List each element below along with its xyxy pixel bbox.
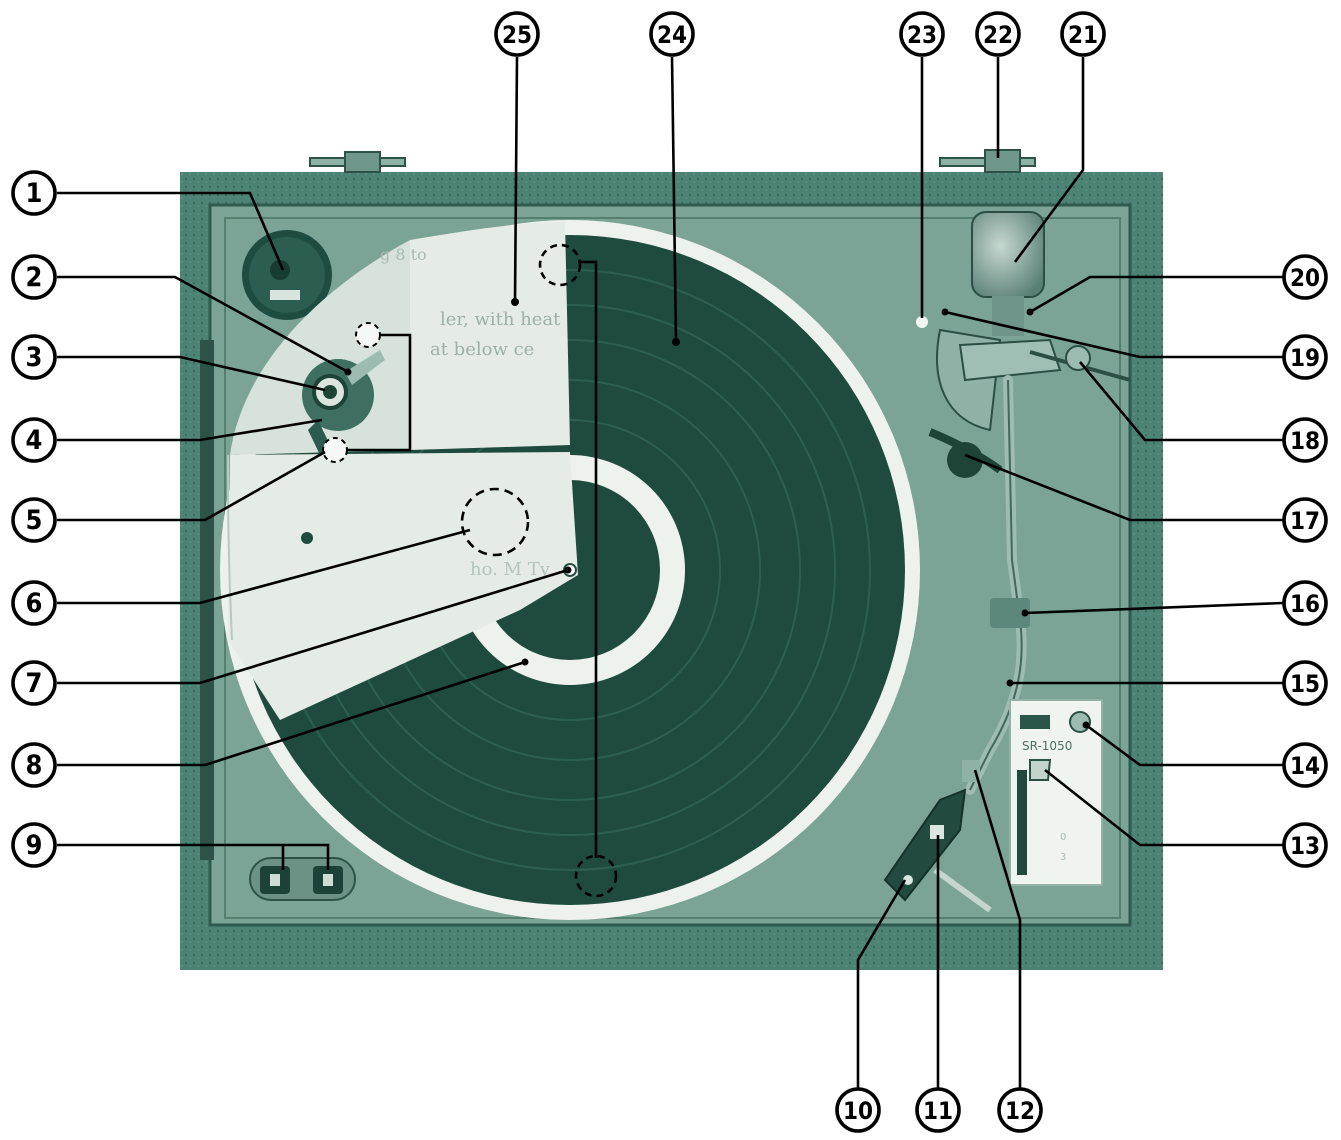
callout-7: 7	[13, 662, 55, 704]
overlay-text-3: ho. M Ty	[470, 559, 551, 580]
callout-number: 1	[26, 178, 43, 209]
callout-number: 19	[1290, 344, 1320, 372]
callout-number: 20	[1290, 264, 1320, 292]
operation-buttons	[250, 858, 355, 900]
callout-14: 14	[1284, 744, 1326, 786]
callout-23: 23	[901, 13, 943, 55]
callout-number: 13	[1290, 832, 1320, 860]
callout-13: 13	[1284, 824, 1326, 866]
callout-5: 5	[13, 499, 55, 541]
callout-9: 9	[13, 824, 55, 866]
callout-number: 21	[1068, 21, 1098, 49]
overlay-text-2: at below ce	[430, 339, 534, 360]
callout-number: 10	[843, 1097, 873, 1125]
callout-17: 17	[1284, 499, 1326, 541]
counterweight	[972, 212, 1044, 297]
overlay-text-1: ler, with heat	[440, 309, 561, 330]
callout-24: 24	[651, 13, 693, 55]
callout-20: 20	[1284, 256, 1326, 298]
callout-number: 17	[1290, 507, 1320, 535]
callout-number: 2	[26, 262, 43, 293]
callout-11: 11	[917, 1089, 959, 1131]
callout-number: 9	[26, 830, 43, 861]
panel-model-label: SR-1050	[1022, 739, 1072, 753]
callout-10: 10	[837, 1089, 879, 1131]
callout-21: 21	[1062, 13, 1104, 55]
callout-number: 6	[26, 588, 43, 619]
callout-18: 18	[1284, 419, 1326, 461]
overlay-text-4: g 8 to	[380, 245, 427, 264]
highlight-circle-small-b	[323, 438, 347, 462]
callout-number: 5	[26, 505, 43, 536]
hinge-left	[310, 152, 405, 172]
callout-number: 12	[1005, 1097, 1035, 1125]
callout-number: 11	[923, 1097, 953, 1125]
callout-15: 15	[1284, 662, 1326, 704]
hinge-right	[940, 150, 1035, 172]
panel-scale-mark-2: 3	[1060, 852, 1066, 863]
callout-25: 25	[496, 13, 538, 55]
callout-number: 8	[26, 750, 43, 781]
callout-16: 16	[1284, 582, 1326, 624]
callout-number: 15	[1290, 670, 1320, 698]
callout-number: 24	[657, 21, 687, 49]
callout-2: 2	[13, 256, 55, 298]
callout-number: 22	[983, 21, 1013, 49]
callout-6: 6	[13, 582, 55, 624]
callout-number: 3	[26, 342, 43, 373]
callout-number: 14	[1290, 752, 1320, 780]
callout-3: 3	[13, 336, 55, 378]
callout-number: 18	[1290, 427, 1320, 455]
highlight-circle-small-a	[356, 323, 380, 347]
callout-number: 16	[1290, 590, 1320, 618]
callout-8: 8	[13, 744, 55, 786]
callout-number: 23	[907, 21, 937, 49]
callout-12: 12	[999, 1089, 1041, 1131]
callout-19: 19	[1284, 336, 1326, 378]
callout-4: 4	[13, 419, 55, 461]
callout-number: 25	[502, 21, 532, 49]
panel-scale-mark-1: 0	[1060, 832, 1066, 843]
callout-number: 7	[26, 668, 43, 699]
callout-22: 22	[977, 13, 1019, 55]
callout-number: 4	[26, 425, 43, 456]
callout-1: 1	[13, 172, 55, 214]
